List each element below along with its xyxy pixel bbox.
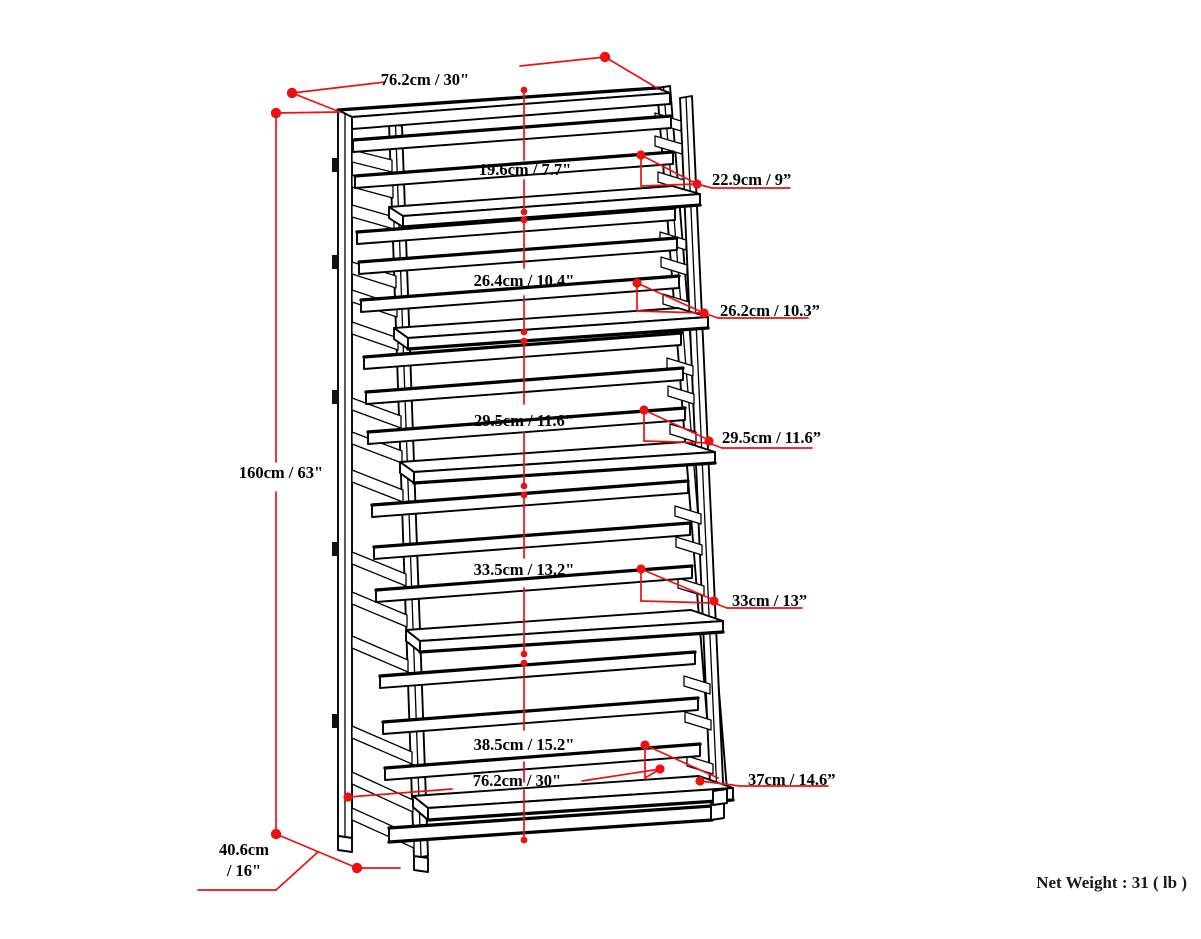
label-depth-1: 22.9cm / 9”	[712, 170, 792, 189]
label-depth-5: 37cm / 14.6”	[748, 770, 836, 789]
label-depth-4: 33cm / 13”	[732, 591, 808, 610]
top-panel	[336, 86, 675, 189]
shelf-3	[399, 441, 717, 485]
back-rails-bay-3	[362, 331, 687, 445]
back-rails-bay-5	[378, 650, 702, 781]
label-depth-2: 26.2cm / 10.3”	[720, 301, 820, 320]
label-depth-3: 29.5cm / 11.6”	[722, 428, 821, 447]
label-width-top: 76.2cm / 30"	[380, 70, 470, 89]
right-side-rungs	[654, 112, 714, 775]
label-depth-bottom-line2: / 16"	[226, 860, 262, 880]
label-clearance-1: 19.6cm / 7.7"	[478, 160, 572, 179]
label-overall-height: 160cm / 63"	[238, 463, 324, 482]
left-post-brackets	[332, 158, 339, 728]
net-weight-label: Net Weight : 31 ( lb )	[1036, 873, 1187, 892]
label-clearance-2: 26.4cm / 10.4"	[473, 271, 575, 290]
label-clearance-5: 38.5cm / 15.2"	[473, 735, 575, 754]
shelf-4	[405, 609, 725, 654]
dimension-annotations	[197, 51, 829, 891]
label-depth-bottom-line1: 40.6cm	[219, 840, 269, 859]
label-clearance-4: 33.5cm / 13.2"	[473, 560, 575, 579]
label-width-bottom: 76.2cm / 30"	[472, 771, 562, 790]
label-clearance-3: 29.5cm / 11.6"	[474, 411, 574, 430]
shelf-5-bottom	[387, 775, 735, 844]
back-rails-bay-2	[355, 206, 681, 313]
shelf-2	[393, 307, 710, 351]
back-rails-bay-4	[370, 479, 694, 603]
feet	[337, 788, 728, 873]
